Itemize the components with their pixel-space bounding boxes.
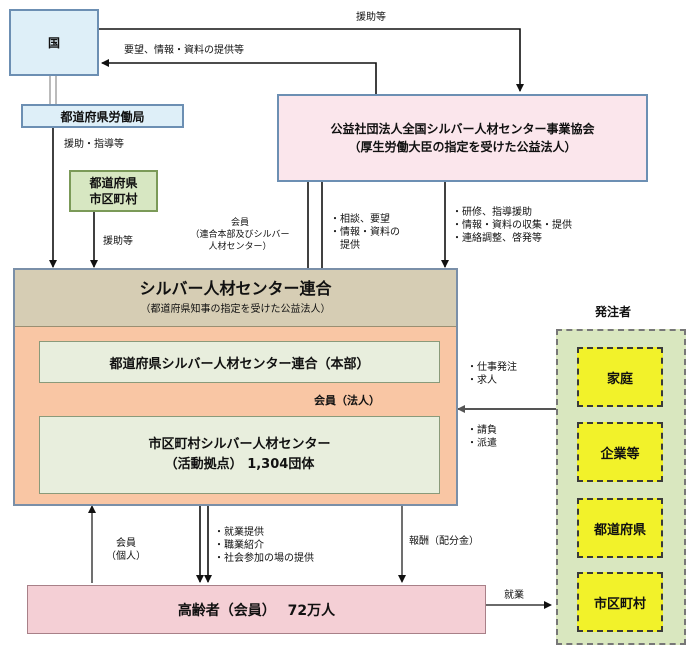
client-prefecture-label: 都道府県 [593, 522, 646, 538]
national-association-box: 公益社団法人全国シルバー人材センター事業協会 （厚生労働大臣の指定を受けた公益法… [277, 94, 648, 182]
label-employment: 就業 [504, 590, 524, 601]
label-work-order: ・仕事発注 ・求人 [467, 362, 517, 386]
federation-subtitle: （都道府県知事の指定を受けた公益法人） [140, 304, 331, 315]
arrow-country-to-association [99, 28, 524, 92]
clients-title: 発注者 [595, 305, 632, 319]
prefecture-municipality-box: 都道府県 市区町村 [69, 170, 158, 212]
client-household-label: 家庭 [606, 371, 633, 387]
municipal-center-count: （活動拠点） 1,304団体 [164, 457, 315, 472]
arrow-association-to-country [101, 59, 377, 94]
label-member-individual: 会員 （個人） [106, 538, 146, 562]
client-prefecture: 都道府県 [577, 498, 663, 558]
federation-title: シルバー人材センター連合 [139, 279, 332, 298]
label-requests-info: 要望、情報・資料の提供等 [124, 45, 244, 56]
country-label: 国 [47, 36, 60, 50]
prefecture-municipality-label: 都道府県 市区町村 [89, 176, 138, 206]
elderly-label: 高齢者（会員） 72万人 [177, 602, 336, 619]
client-household: 家庭 [577, 347, 663, 407]
prefecture-labor-bureau-box: 都道府県労働局 [21, 104, 184, 128]
client-company: 企業等 [577, 422, 663, 482]
municipal-center-name: 市区町村シルバー人材センター [148, 437, 331, 452]
client-municipality: 市区町村 [577, 572, 663, 632]
national-association-name: 公益社団法人全国シルバー人材センター事業協会 [330, 122, 595, 136]
member-corp-label: 会員（法人） [314, 394, 380, 407]
label-support-top: 援助等 [356, 12, 386, 23]
client-company-label: 企業等 [600, 446, 640, 462]
prefecture-labor-bureau-label: 都道府県労働局 [60, 109, 145, 124]
national-association-note: （厚生労働大臣の指定を受けた公益法人） [348, 140, 577, 154]
prefectural-federation-hq-box: 都道府県シルバー人材センター連合（本部） [39, 341, 440, 383]
municipal-center-box: 市区町村シルバー人材センター （活動拠点） 1,304団体 [39, 416, 440, 494]
label-support-guidance: 援助・指導等 [64, 139, 124, 150]
label-training: ・研修、指導援助 ・情報・資料の収集・提供 ・連絡調整、啓発等 [452, 207, 572, 244]
label-remuneration: 報酬（配分金） [409, 536, 479, 547]
country-box: 国 [9, 9, 99, 76]
prefectural-federation-hq-label: 都道府県シルバー人材センター連合（本部） [109, 356, 370, 372]
label-member-federation: 会員 （連合本部及びシルバー 人材センター） [190, 218, 290, 252]
client-municipality-label: 市区町村 [593, 596, 646, 612]
label-job-offer: ・就業提供 ・職業紹介 ・社会参加の場の提供 [214, 527, 314, 564]
elderly-box: 高齢者（会員） 72万人 [27, 585, 486, 634]
label-contract: ・請負 ・派遣 [467, 425, 497, 449]
federation-header: シルバー人材センター連合 （都道府県知事の指定を受けた公益法人） [15, 270, 456, 327]
label-support-pref: 援助等 [103, 236, 133, 247]
label-consult-request: ・相談、要望 ・情報・資料の 提供 [330, 214, 400, 251]
